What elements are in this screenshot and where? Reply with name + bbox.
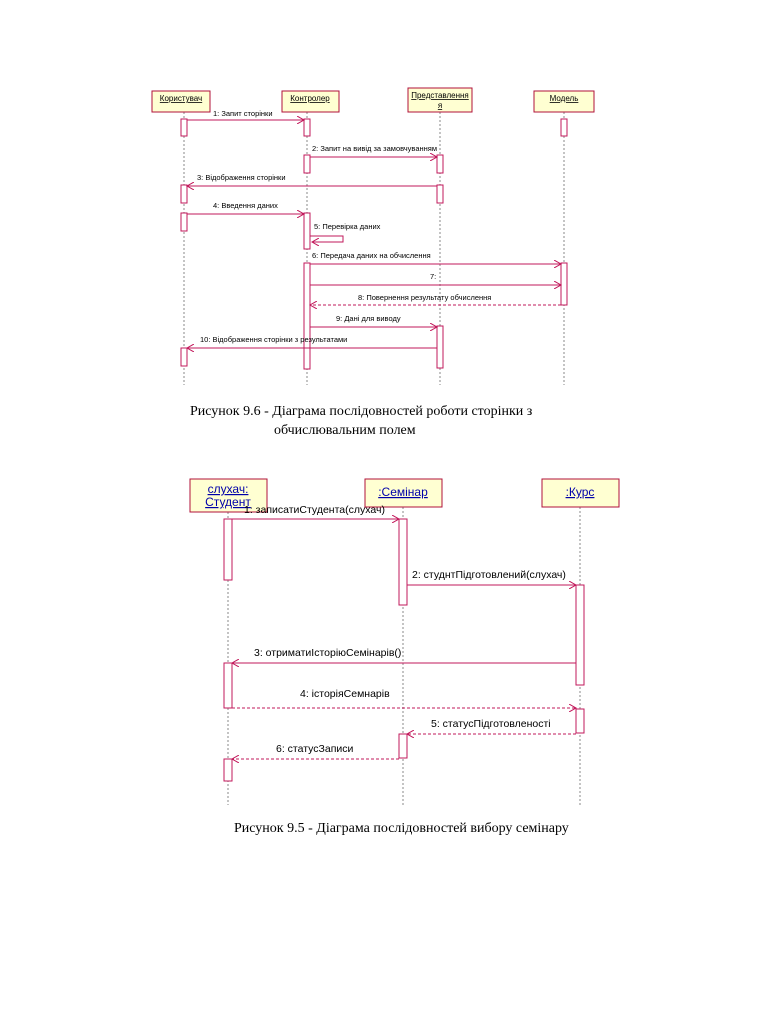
activation bbox=[223, 518, 233, 581]
activation bbox=[575, 584, 585, 686]
object-student-label-line2: Студент bbox=[205, 495, 251, 509]
object-controller-label: Контролер bbox=[290, 94, 330, 103]
activation bbox=[180, 212, 188, 232]
activation bbox=[398, 518, 408, 606]
message-label: 4: історіяСемнарів bbox=[300, 688, 390, 700]
object-student-label: слухач: bbox=[208, 482, 249, 496]
activation bbox=[180, 347, 188, 367]
activation bbox=[303, 262, 311, 370]
message-label: 9: Дані для виводу bbox=[336, 314, 401, 323]
message-label: 1: записатиСтудента(слухач) bbox=[244, 504, 385, 516]
activation bbox=[223, 758, 233, 782]
activation bbox=[436, 184, 444, 204]
object-view-label-line2: я bbox=[438, 101, 442, 110]
activation bbox=[303, 118, 311, 137]
message-label: 1: Запит сторінки bbox=[213, 109, 273, 118]
object-model: Модель bbox=[533, 90, 595, 113]
message-label: 8: Повернення результату обчислення bbox=[358, 293, 491, 302]
message-label: 6: статусЗаписи bbox=[276, 743, 354, 755]
object-course-label: :Курс bbox=[566, 485, 595, 499]
object-view-label: Представлення bbox=[411, 91, 469, 100]
message-label: 3: Відображення сторінки bbox=[197, 173, 286, 182]
self-message-arrow bbox=[310, 235, 344, 242]
activation bbox=[303, 154, 311, 174]
activation bbox=[575, 708, 585, 734]
message-label: 6: Передача даних на обчислення bbox=[312, 251, 431, 260]
object-user-label: Користувач bbox=[160, 94, 202, 103]
activation bbox=[223, 662, 233, 709]
activation bbox=[436, 325, 444, 369]
message-label: 3: отриматиІсторіюСемінарів() bbox=[254, 647, 401, 659]
message-label: 2: Запит на вивід за замовчуванням bbox=[312, 144, 437, 153]
message-label: 7: bbox=[430, 272, 436, 281]
figure-caption: Рисунок 9.6 - Діаграма послідовностей ро… bbox=[190, 404, 533, 419]
object-user: Користувач bbox=[151, 90, 211, 113]
message-label: 5: статусПідготовленості bbox=[431, 718, 551, 730]
message-label: 5: Перевірка даних bbox=[314, 222, 381, 231]
object-model-label: Модель bbox=[550, 94, 579, 103]
activation bbox=[180, 118, 188, 137]
message-label: 10: Відображення сторінки з результатами bbox=[200, 335, 347, 344]
object-course: :Курс bbox=[541, 478, 620, 508]
object-controller: Контролер bbox=[281, 90, 340, 113]
message-label: 2: студнтПідготовлений(слухач) bbox=[412, 569, 566, 581]
figure-caption: Рисунок 9.5 - Діаграма послідовностей ви… bbox=[234, 821, 569, 836]
activation bbox=[180, 184, 188, 204]
activation bbox=[303, 212, 311, 250]
figure-caption-line2: обчислювальним полем bbox=[274, 423, 416, 438]
diagram-page-calc: Користувач Контролер Представлення я Мод… bbox=[151, 87, 595, 385]
activation bbox=[560, 262, 568, 306]
object-seminar-label: :Семінар bbox=[378, 485, 428, 499]
object-student: слухач: Студент bbox=[189, 478, 268, 513]
diagram-seminar: слухач: Студент :Семінар :Курс 1: записа… bbox=[189, 478, 620, 805]
activation bbox=[436, 154, 444, 174]
object-seminar: :Семінар bbox=[364, 478, 443, 508]
message-label: 4: Введення даних bbox=[213, 201, 278, 210]
object-view: Представлення я bbox=[407, 87, 473, 113]
activation bbox=[560, 118, 568, 137]
activation bbox=[398, 733, 408, 759]
